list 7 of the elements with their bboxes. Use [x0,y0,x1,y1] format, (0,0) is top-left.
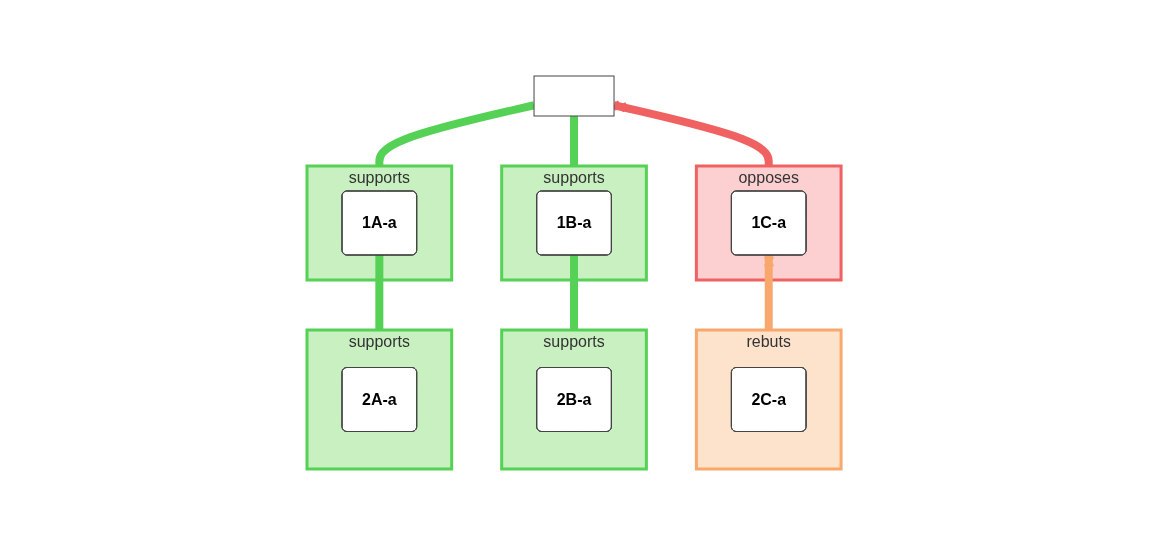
connector [570,115,579,166]
connector [375,254,384,330]
node-box [534,75,615,116]
connector [570,254,579,330]
connector [613,99,774,166]
connector [375,100,536,166]
connector [764,254,775,330]
